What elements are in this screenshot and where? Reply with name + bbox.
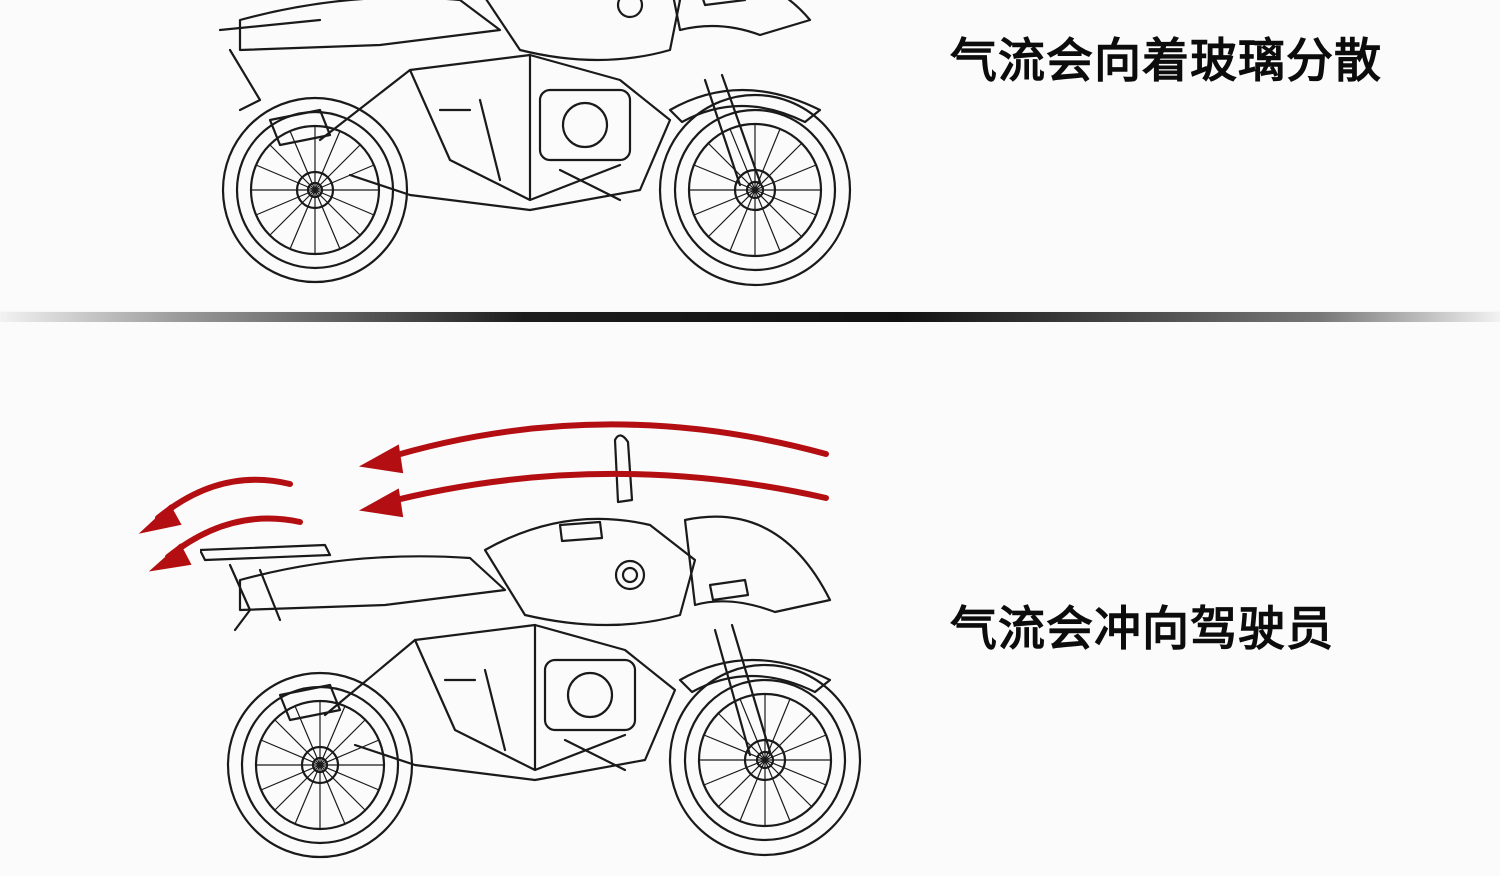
- motorcycle-line-art-top: [218, 0, 852, 287]
- airflow-arrow-rear-upper: [138, 476, 293, 534]
- airflow-arrow-rear-lower: [148, 515, 303, 572]
- caption-airflow-disperses: 气流会向着玻璃分散: [950, 34, 1382, 89]
- airflow-arrow-lower: [358, 470, 829, 518]
- panel-divider: [0, 312, 1500, 322]
- motorcycle-line-art-bottom: [200, 434, 862, 859]
- bottom-panel: 气流会冲向驾驶员: [0, 322, 1500, 876]
- airflow-arrows: [138, 421, 829, 572]
- caption-airflow-hits-rider: 气流会冲向驾驶员: [950, 602, 1334, 657]
- top-panel: 气流会向着玻璃分散: [0, 0, 1500, 312]
- airflow-arrow-upper: [358, 421, 829, 474]
